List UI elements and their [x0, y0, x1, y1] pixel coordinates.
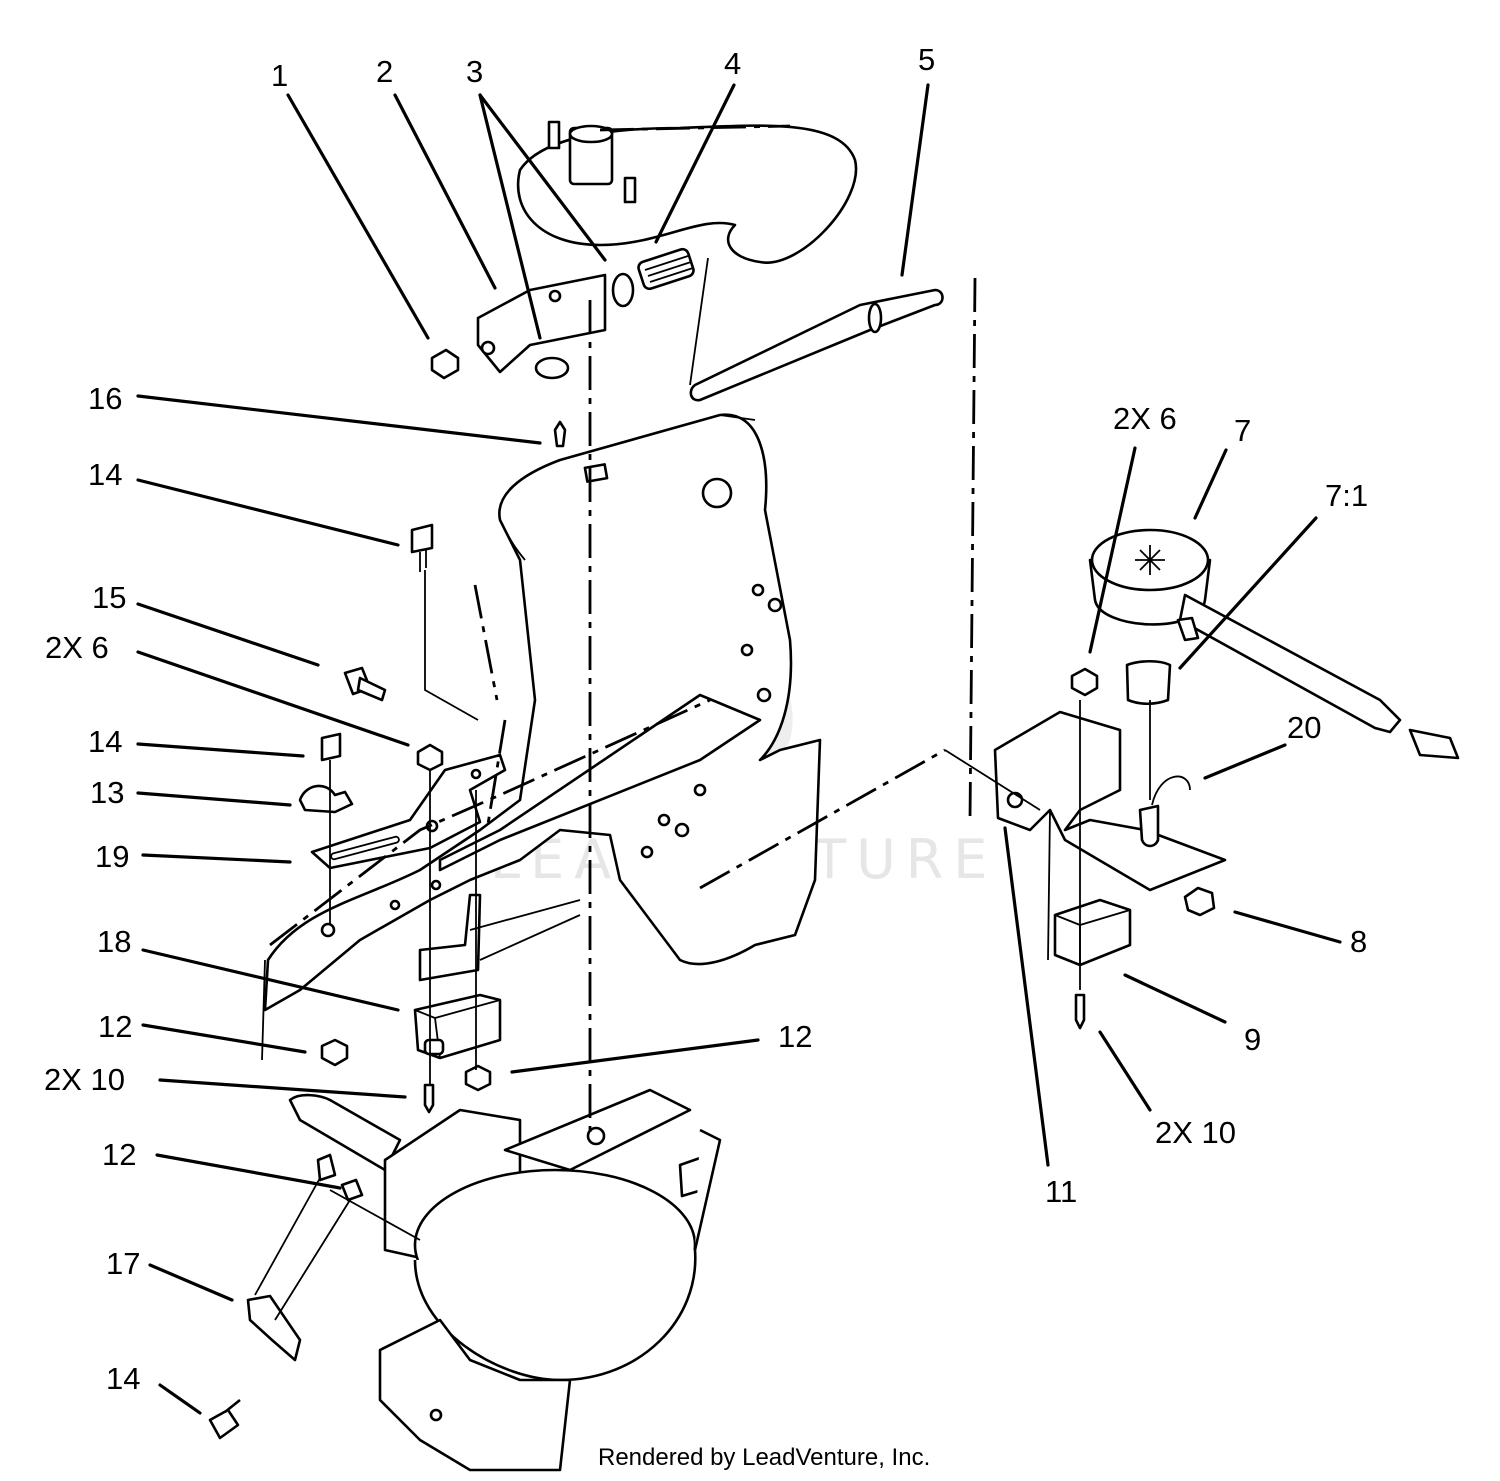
callout-2x6-right: 2X 6 — [1113, 401, 1177, 436]
callout-2: 2 — [376, 54, 393, 89]
washer — [611, 272, 635, 308]
callout-20: 20 — [1287, 710, 1321, 745]
callout-16: 16 — [88, 381, 122, 416]
washer-3 — [534, 356, 570, 380]
assembly-lines — [269, 124, 1151, 1140]
callout-labels: 1 2 3 4 5 16 14 15 2X 6 14 13 19 18 12 1… — [44, 42, 1368, 1396]
nut-2x6-right — [1070, 667, 1099, 697]
callout-2x6-left: 2X 6 — [45, 630, 109, 665]
lower-assembly — [261, 959, 722, 1472]
callout-3: 3 — [466, 54, 483, 89]
cam-plate — [516, 120, 858, 264]
callout-13: 13 — [90, 775, 124, 810]
callout-19: 19 — [95, 839, 129, 874]
rod-5 — [689, 288, 944, 402]
callout-17: 17 — [106, 1246, 140, 1281]
spring-7-1 — [1125, 659, 1172, 706]
screw-2x10-left — [423, 1083, 435, 1114]
callout-15: 15 — [92, 580, 126, 615]
clamp-13 — [298, 784, 354, 814]
callout-18: 18 — [97, 924, 131, 959]
screw-2x10-right — [1074, 993, 1086, 1030]
bracket-17 — [246, 1153, 364, 1362]
callout-2x10-right: 2X 10 — [1155, 1115, 1236, 1150]
pin-16 — [553, 420, 567, 448]
callout-14-lower: 14 — [106, 1361, 140, 1396]
nut-12-left — [320, 1038, 349, 1067]
callout-4: 4 — [724, 46, 741, 81]
bolt-15 — [343, 666, 387, 702]
nut-12-center — [464, 1064, 492, 1092]
switch-18 — [413, 993, 502, 1060]
leader-lines — [136, 83, 1342, 1415]
nut-8 — [1183, 886, 1216, 917]
callout-12-left: 12 — [98, 1009, 132, 1044]
callout-11: 11 — [1045, 1174, 1077, 1209]
callout-5: 5 — [918, 42, 935, 77]
callout-2x10-left: 2X 10 — [44, 1062, 125, 1097]
main-frame — [263, 413, 822, 1012]
bolt-14-upper — [410, 523, 434, 572]
switch-9 — [1053, 898, 1132, 967]
bolt-14-middle — [320, 732, 342, 762]
callout-1: 1 — [271, 58, 288, 93]
callout-8: 8 — [1350, 924, 1367, 959]
callout-14-middle: 14 — [88, 724, 122, 759]
callout-12-lower: 12 — [102, 1137, 136, 1172]
callout-9: 9 — [1244, 1022, 1261, 1057]
nut-1 — [430, 348, 460, 380]
callout-7-1: 7:1 — [1325, 478, 1368, 513]
callout-7: 7 — [1234, 413, 1251, 448]
callout-14-upper: 14 — [88, 457, 122, 492]
pin-20 — [1138, 775, 1191, 848]
credit-text: Rendered by LeadVenture, Inc. — [598, 1444, 930, 1471]
nut-2x6-left — [416, 743, 444, 772]
spring — [637, 247, 695, 291]
knob-7 — [1088, 528, 1460, 760]
bolt-14-lower — [208, 1398, 241, 1440]
callout-12-center: 12 — [778, 1019, 812, 1054]
bracket-2 — [476, 273, 607, 374]
